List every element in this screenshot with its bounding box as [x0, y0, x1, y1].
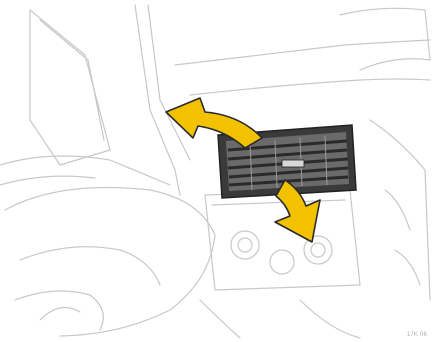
control-knob-left-center	[238, 238, 252, 252]
lower-console-line-2	[200, 300, 240, 338]
steering-wheel-spoke	[20, 247, 160, 285]
steering-detail	[40, 308, 80, 321]
door-frame-line	[135, 5, 180, 195]
door-armrest	[0, 156, 170, 185]
center-console-outline	[205, 190, 360, 290]
dashboard-top-line-2	[190, 79, 430, 95]
right-dash-panel	[370, 120, 430, 300]
a-pillar-inner	[40, 20, 104, 140]
steering-wheel-rim	[5, 188, 215, 337]
dashboard-top-line	[175, 40, 430, 65]
figure-code: 17K 06	[407, 332, 427, 338]
control-knob-middle	[270, 250, 294, 274]
right-panel-detail	[385, 190, 410, 230]
console-trim	[212, 200, 345, 205]
instrument-hood	[340, 8, 430, 70]
lower-console-line	[300, 300, 360, 338]
door-frame-line-2	[148, 5, 190, 160]
control-knob-right-center	[311, 243, 325, 257]
steering-column	[15, 291, 103, 330]
right-panel-detail-2	[395, 250, 420, 285]
a-pillar-outline	[30, 10, 110, 165]
control-knob-left	[231, 231, 259, 259]
door-armrest-2	[0, 176, 95, 185]
